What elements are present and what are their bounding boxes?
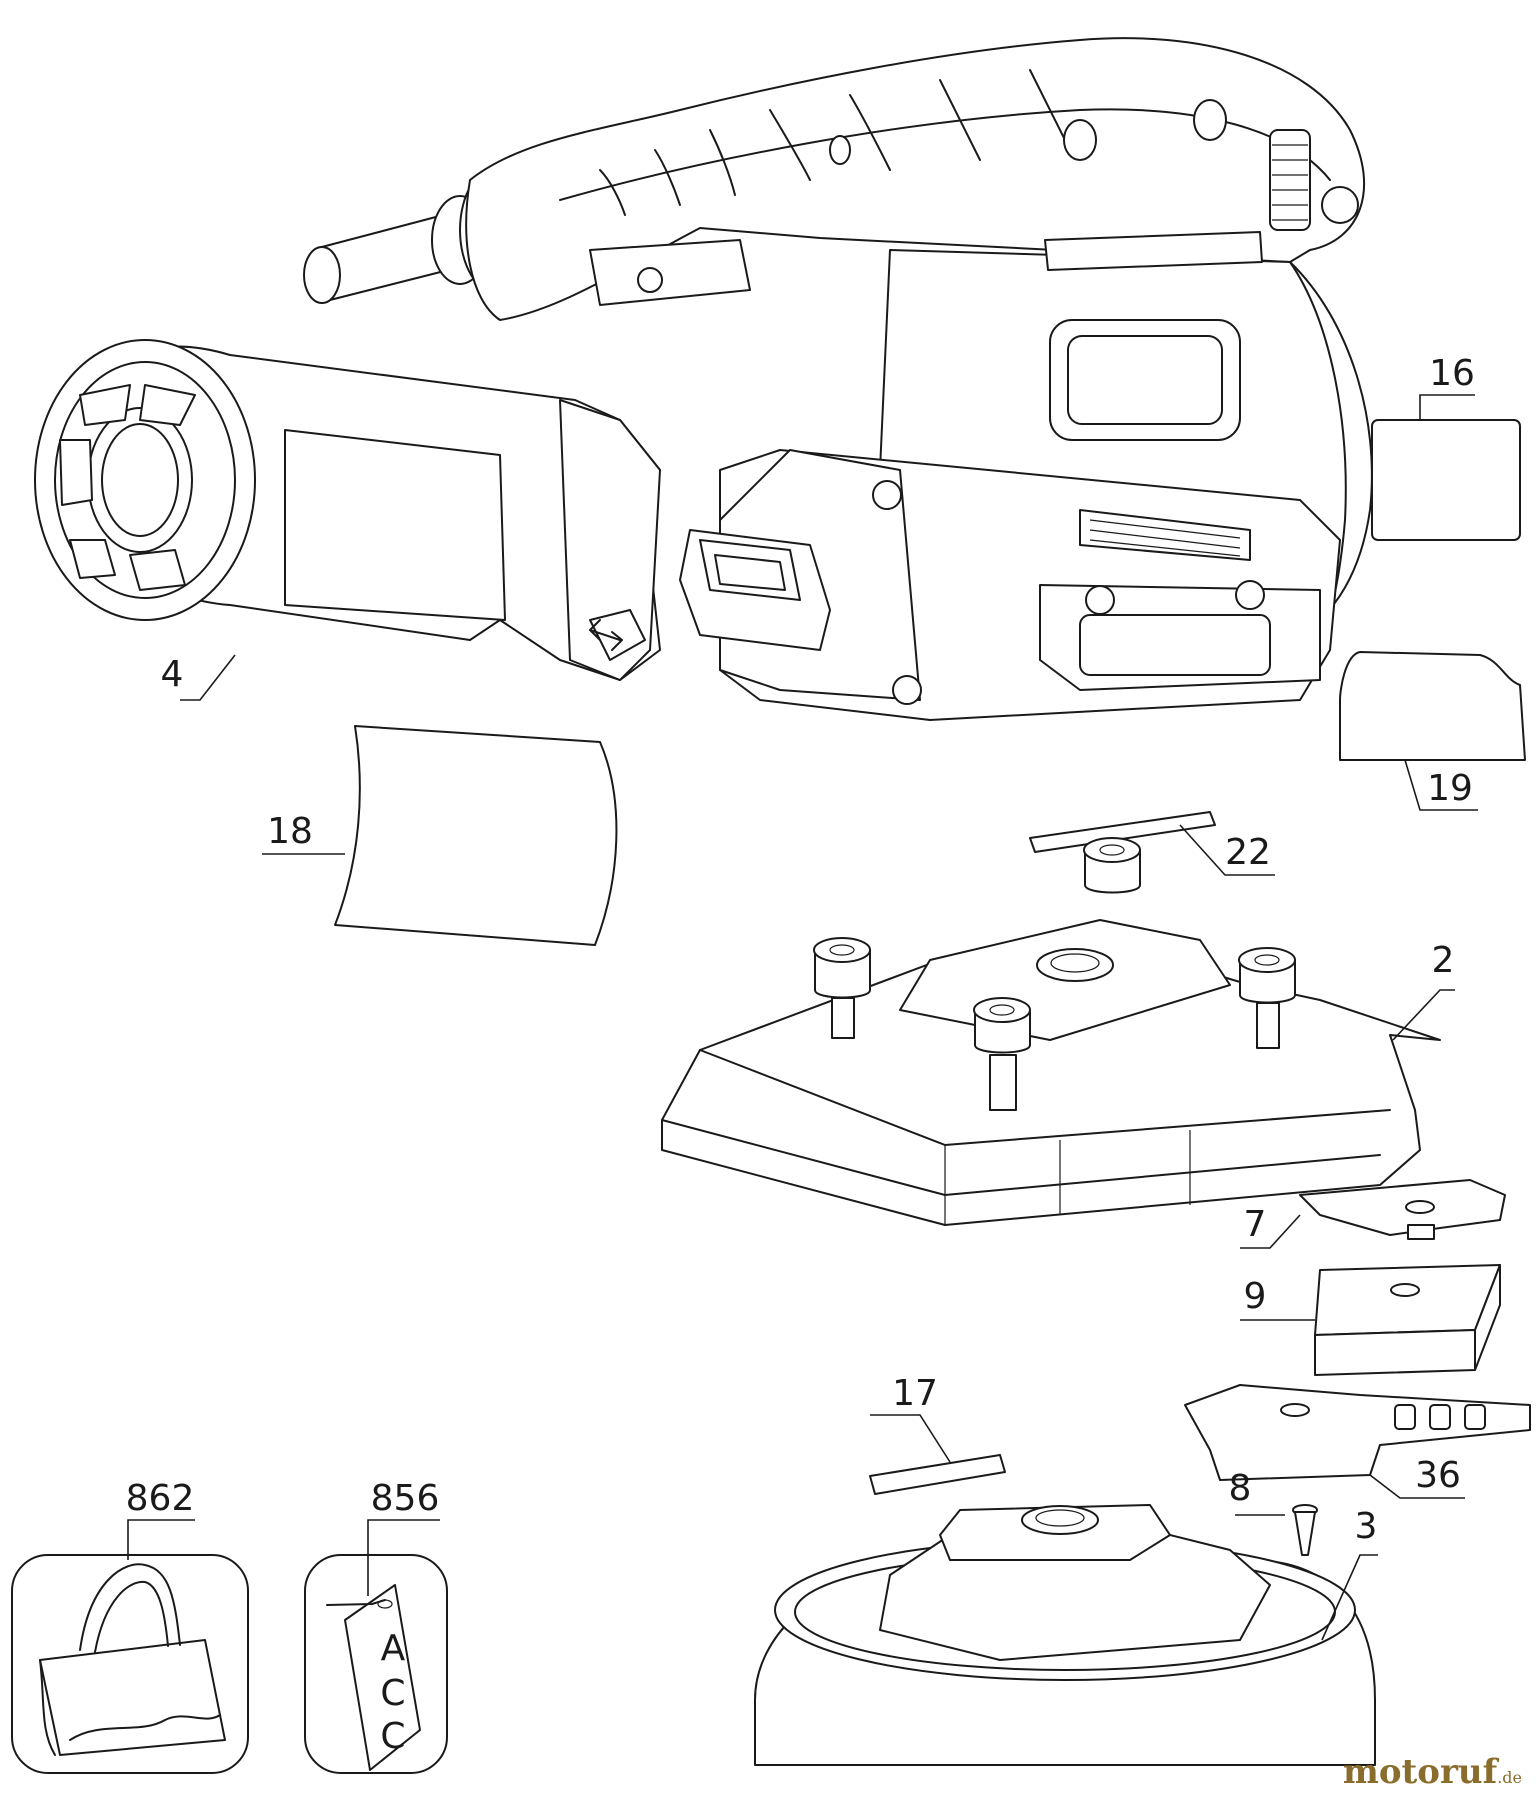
part-2-sanding-base: 2 <box>661 837 1455 1226</box>
part-label-19: 19 <box>1427 768 1473 809</box>
part-label-4: 4 <box>161 654 184 695</box>
part-17-strip: 17 <box>869 1373 1006 1495</box>
tag-text-line3: C <box>380 1716 405 1757</box>
watermark-brand: motoruf <box>1342 1752 1498 1792</box>
part-862-bag-box: 862 <box>11 1478 249 1774</box>
part-4-dust-canister: 4 <box>34 339 661 701</box>
part-label-36: 36 <box>1415 1455 1461 1496</box>
part-label-17: 17 <box>892 1373 938 1414</box>
part-label-856: 856 <box>371 1478 440 1519</box>
part-label-9: 9 <box>1244 1276 1267 1317</box>
part-18-sanding-sheet: 18 <box>262 725 618 946</box>
part-label-3: 3 <box>1355 1506 1378 1547</box>
sander-housing <box>303 37 1373 721</box>
part-36-clamp: 36 <box>1184 1384 1531 1499</box>
part-8-screw: 8 <box>1229 1468 1318 1556</box>
part-19-label-plate: 19 <box>1339 651 1526 811</box>
part-9-pad-block: 9 <box>1240 1264 1501 1376</box>
tag-text-line2: C <box>380 1673 405 1714</box>
part-label-8: 8 <box>1229 1468 1252 1509</box>
part-label-2: 2 <box>1432 940 1455 981</box>
part-label-7: 7 <box>1244 1204 1267 1245</box>
part-label-862: 862 <box>126 1478 195 1519</box>
part-7-clamp-plate: 7 <box>1240 1179 1506 1249</box>
part-16-label: 16 <box>1371 353 1521 541</box>
watermark-logo: motoruf.de <box>1343 1752 1522 1792</box>
part-label-22: 22 <box>1225 832 1271 873</box>
part-856-tag-box: A C C 856 <box>304 1478 448 1774</box>
part-22-strip: 22 <box>1029 811 1275 876</box>
part-3-round-base: 3 <box>754 1504 1378 1766</box>
tag-text-line1: A <box>381 1628 406 1669</box>
part-label-16: 16 <box>1429 353 1475 394</box>
part-label-18: 18 <box>267 811 313 852</box>
watermark-suffix: .de <box>1497 1768 1522 1787</box>
